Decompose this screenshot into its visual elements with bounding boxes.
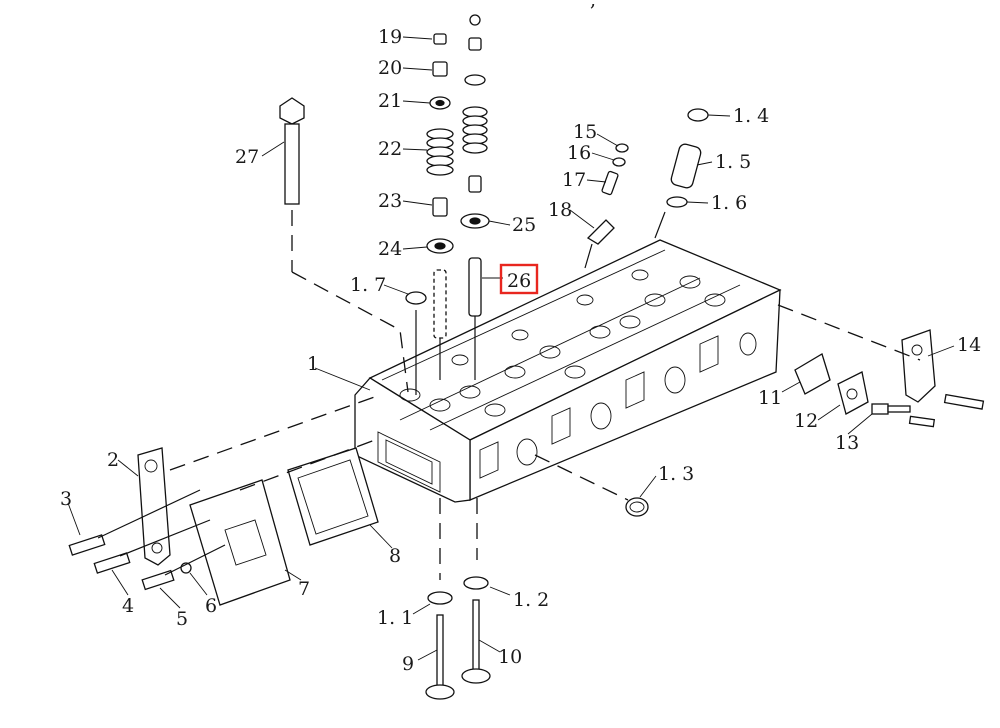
part-22-spring	[426, 128, 454, 176]
label-1-6: 1. 6	[711, 192, 747, 214]
label-26: 26	[507, 270, 531, 292]
part-12-cover	[837, 371, 869, 415]
label-6: 6	[205, 595, 217, 617]
label-23: 23	[378, 190, 402, 212]
part-27-head-bolt	[279, 97, 409, 393]
label-1: 1	[307, 353, 319, 375]
label-1-2: 1. 2	[513, 589, 549, 611]
label-2: 2	[107, 449, 119, 471]
label-10: 10	[498, 646, 522, 668]
part-14-lifting-eye	[901, 329, 936, 403]
label-1-1: 1. 1	[377, 607, 413, 629]
part-1-1-seat	[427, 591, 453, 605]
head-end-opening	[377, 431, 441, 493]
label-1-7: 1. 7	[350, 274, 386, 296]
label-7: 7	[298, 578, 310, 600]
valve-guide-left	[433, 269, 447, 339]
part-1-7-seal	[405, 291, 427, 305]
part-13-sensor	[871, 403, 889, 415]
leader-lines	[67, 36, 955, 661]
label-16: 16	[567, 142, 591, 164]
valve-train-right	[460, 14, 490, 380]
top-caption: ,	[590, 0, 596, 11]
cylinder-head	[354, 239, 782, 503]
part-9-valve	[436, 614, 444, 688]
part-4-bolt	[93, 552, 131, 574]
part-23-seal	[432, 197, 448, 217]
label-15: 15	[573, 121, 597, 143]
label-12: 12	[794, 410, 818, 432]
label-1-4: 1. 4	[733, 105, 769, 127]
part-1-3-plug	[625, 497, 649, 517]
label-4: 4	[122, 595, 134, 617]
head-top-features	[381, 249, 741, 431]
head-front-ports	[479, 332, 757, 479]
part-19-cap	[433, 33, 447, 45]
label-1-5: 1. 5	[715, 151, 751, 173]
label-20: 20	[378, 57, 402, 79]
callout-labels: 19 20 21 22 23 24 25 26 27 1. 7 15 16 17…	[60, 26, 981, 675]
part-5-bolt	[141, 569, 175, 591]
label-8: 8	[389, 545, 401, 567]
part-2-lifting-eye	[137, 447, 171, 566]
part-1-2-seat	[463, 576, 489, 590]
part-3-bolt	[68, 534, 106, 556]
rocker-parts	[584, 143, 629, 269]
right-side-parts	[777, 304, 985, 428]
label-1-3: 1. 3	[658, 463, 694, 485]
label-27: 27	[235, 146, 259, 168]
label-5: 5	[176, 608, 188, 630]
part-8-gasket	[287, 447, 379, 546]
label-24: 24	[378, 238, 402, 260]
label-13: 13	[835, 432, 859, 454]
part-11-gasket	[794, 353, 831, 395]
label-26-highlight-box	[499, 263, 539, 295]
label-17: 17	[562, 169, 586, 191]
label-14: 14	[957, 334, 981, 356]
label-3: 3	[60, 488, 72, 510]
label-9: 9	[402, 653, 414, 675]
label-11: 11	[758, 387, 782, 409]
valve-train-left	[426, 33, 454, 380]
label-21: 21	[378, 90, 402, 112]
part-10-valve	[472, 599, 480, 671]
part-14-bolt	[943, 393, 985, 410]
label-22: 22	[378, 138, 402, 160]
left-end-parts	[68, 394, 381, 606]
injector-sleeve-parts	[654, 108, 709, 239]
part-7-cover-plate	[189, 479, 291, 606]
label-25: 25	[512, 214, 536, 236]
valves-bottom	[425, 498, 491, 700]
label-18: 18	[548, 199, 572, 221]
part-26-valve-guide	[468, 257, 482, 317]
part-20-collet	[432, 61, 448, 77]
label-19: 19	[378, 26, 402, 48]
